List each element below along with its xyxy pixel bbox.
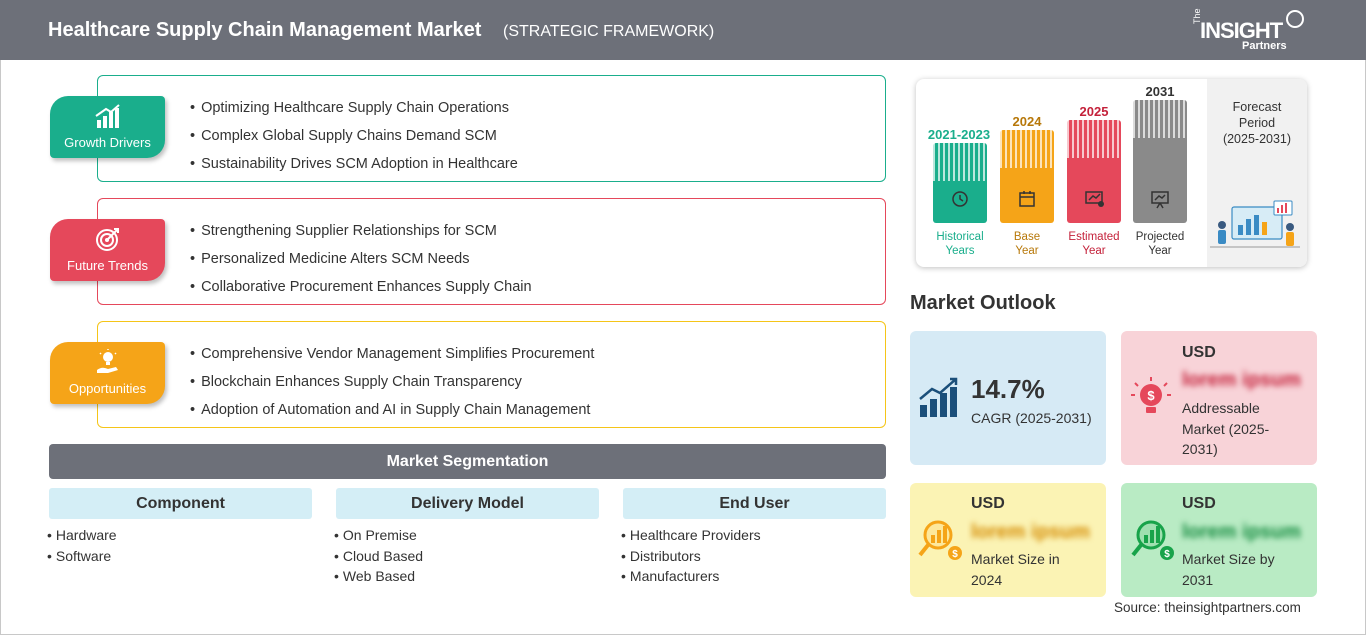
opportunities-label: Opportunities bbox=[68, 381, 147, 396]
list-item: Blockchain Enhances Supply Chain Transpa… bbox=[190, 368, 594, 396]
list-item: Comprehensive Vendor Management Simplifi… bbox=[190, 340, 594, 368]
presentation-board-icon bbox=[1151, 191, 1169, 209]
lightbulb-hand-icon bbox=[97, 349, 118, 373]
opportunities-box: Comprehensive Vendor Management Simplifi… bbox=[97, 321, 886, 428]
list-item: Web Based bbox=[334, 566, 423, 587]
timeline-bar-base bbox=[1000, 130, 1054, 223]
timeline-caption-historical: Historical Years bbox=[936, 231, 984, 257]
target-icon bbox=[96, 228, 119, 251]
cagr-card: 14.7% CAGR (2025-2031) bbox=[910, 331, 1106, 465]
size-2031-label: Market Size by 2031 bbox=[1182, 551, 1275, 588]
addressable-label: Addressable Market (2025-2031) bbox=[1182, 400, 1270, 457]
timeline-year-historical: 2021-2023 bbox=[927, 127, 991, 142]
timeline-bar-projected bbox=[1133, 100, 1187, 223]
size-2024-usd: USD bbox=[971, 495, 1005, 512]
market-size-2024-card: $ USD lorem ipsum Market Size in 2024 bbox=[910, 483, 1106, 597]
header-bar: Healthcare Supply Chain Management Marke… bbox=[0, 0, 1366, 60]
future-trends-box: Strengthening Supplier Relationships for… bbox=[97, 198, 886, 305]
estimate-chart-icon bbox=[1085, 191, 1104, 207]
segment-heading-component: Component bbox=[49, 488, 312, 519]
list-item: Complex Global Supply Chains Demand SCM bbox=[190, 122, 518, 150]
money-search-icon: $ bbox=[918, 520, 962, 560]
market-size-2031-card: $ USD lorem ipsum Market Size by 2031 bbox=[1121, 483, 1317, 597]
svg-text:$: $ bbox=[1164, 549, 1170, 560]
size-2031-usd: USD bbox=[1182, 495, 1216, 512]
segment-list-end-user: Healthcare Providers Distributors Manufa… bbox=[621, 525, 761, 587]
source-note[interactable]: Source: theinsightpartners.com bbox=[1114, 600, 1301, 615]
list-item: Optimizing Healthcare Supply Chain Opera… bbox=[190, 94, 518, 122]
timeline-bar-historical bbox=[933, 143, 987, 223]
money-bulb-icon: $ bbox=[1131, 377, 1171, 413]
page-subtitle: (STRATEGIC FRAMEWORK) bbox=[503, 23, 715, 40]
segment-list-component: Hardware Software bbox=[47, 525, 117, 566]
timeline-year-projected: 2031 bbox=[1145, 84, 1175, 99]
list-item: Cloud Based bbox=[334, 546, 423, 567]
segment-heading-end-user: End User bbox=[623, 488, 886, 519]
svg-text:$: $ bbox=[952, 549, 958, 560]
cagr-label: CAGR (2025-2031) bbox=[971, 410, 1092, 426]
growth-drivers-label: Growth Drivers bbox=[64, 135, 151, 150]
money-search-icon: $ bbox=[1131, 520, 1174, 560]
opportunities-tag: Opportunities bbox=[50, 342, 165, 404]
timeline-caption-projected: Projected Year bbox=[1135, 231, 1185, 257]
timeline-bar-estimated bbox=[1067, 120, 1121, 223]
cagr-value: 14.7% bbox=[971, 374, 1045, 404]
list-item: Healthcare Providers bbox=[621, 525, 761, 546]
timeline-year-base: 2024 bbox=[1012, 114, 1042, 129]
list-item: Manufacturers bbox=[621, 566, 761, 587]
growth-drivers-box: Optimizing Healthcare Supply Chain Opera… bbox=[97, 75, 886, 182]
calendar-icon bbox=[1019, 191, 1035, 207]
list-item: On Premise bbox=[334, 525, 423, 546]
timeline-card: 2021-2023 Historical Years 2024 Base Yea… bbox=[916, 79, 1307, 267]
svg-text:$: $ bbox=[1147, 388, 1155, 403]
insight-partners-logo: The INSIGHT Partners bbox=[1192, 8, 1310, 54]
future-trends-label: Future Trends bbox=[67, 258, 148, 273]
list-item: Hardware bbox=[47, 525, 117, 546]
list-item: Strengthening Supplier Relationships for… bbox=[190, 217, 532, 245]
list-item: Software bbox=[47, 546, 117, 567]
segment-heading-delivery-model: Delivery Model bbox=[336, 488, 599, 519]
history-clock-icon bbox=[952, 191, 968, 207]
timeline-caption-base: Base Year bbox=[1013, 231, 1041, 257]
market-outlook-title: Market Outlook bbox=[910, 292, 1056, 314]
timeline-caption-estimated: Estimated Year bbox=[1068, 231, 1120, 257]
future-trends-tag: Future Trends bbox=[50, 219, 165, 281]
addressable-value: lorem ipsum bbox=[1182, 369, 1301, 391]
list-item: Sustainability Drives SCM Adoption in He… bbox=[190, 150, 518, 178]
timeline-year-estimated: 2025 bbox=[1079, 104, 1109, 119]
size-2024-label: Market Size in 2024 bbox=[971, 551, 1060, 588]
market-segmentation-bar: Market Segmentation bbox=[49, 444, 886, 479]
analytics-people-illustration bbox=[1210, 200, 1300, 248]
addressable-usd: USD bbox=[1182, 344, 1216, 361]
growth-chart-icon bbox=[95, 104, 120, 128]
growth-drivers-tag: Growth Drivers bbox=[50, 96, 165, 158]
growth-chart-icon bbox=[919, 377, 958, 417]
size-2031-value: lorem ipsum bbox=[1182, 521, 1301, 543]
list-item: Distributors bbox=[621, 546, 761, 567]
list-item: Personalized Medicine Alters SCM Needs bbox=[190, 245, 532, 273]
list-item: Collaborative Procurement Enhances Suppl… bbox=[190, 273, 531, 301]
addressable-market-card: $ USD lorem ipsum Addressable Market (20… bbox=[1121, 331, 1317, 465]
page-title: Healthcare Supply Chain Management Marke… bbox=[48, 19, 482, 41]
forecast-period-label: Forecast Period (2025-2031) bbox=[1222, 100, 1292, 146]
list-item: Adoption of Automation and AI in Supply … bbox=[190, 396, 594, 424]
size-2024-value: lorem ipsum bbox=[971, 521, 1090, 543]
segment-list-delivery-model: On Premise Cloud Based Web Based bbox=[334, 525, 423, 587]
